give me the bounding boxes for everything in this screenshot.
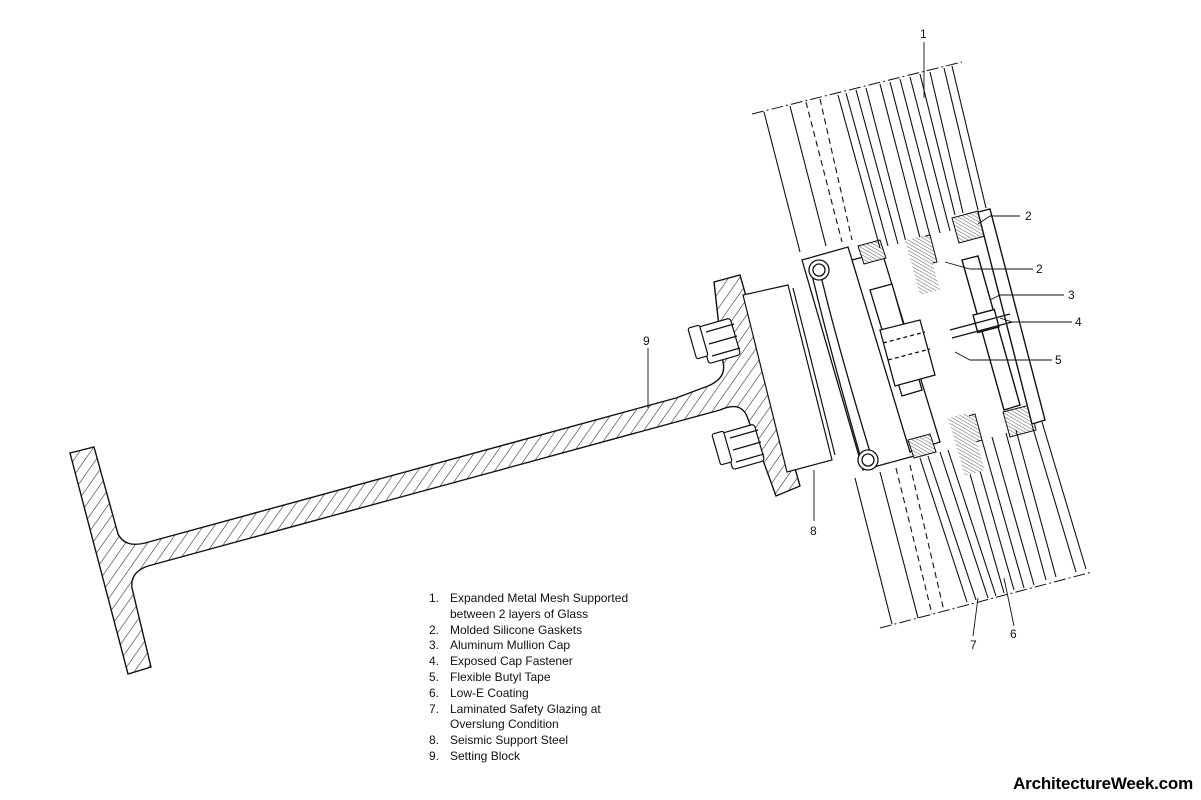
callout-7: 7 [970, 638, 977, 652]
bolt-upper [687, 318, 741, 364]
legend-item: 1. Expanded Metal Mesh Supported between … [429, 591, 628, 623]
mullion-cap [949, 208, 1046, 425]
legend-item: 5. Flexible Butyl Tape [429, 670, 628, 686]
legend-number: 1. [429, 591, 440, 605]
legend-item: 8. Seismic Support Steel [429, 733, 628, 749]
legend-text: Setting Block [450, 748, 521, 763]
callout-4: 4 [1075, 315, 1082, 329]
callout-1: 1 [920, 27, 927, 41]
legend-number: 2. [429, 622, 440, 637]
leader-lines [647, 42, 1072, 637]
interlayer-fills [905, 236, 985, 476]
seismic-support-plate [742, 284, 836, 473]
aluminum-mullion [801, 246, 941, 471]
callout-2-upper: 2 [1025, 209, 1032, 223]
legend-text: Aluminum Mullion Cap [450, 638, 571, 653]
bolt-lower [711, 424, 765, 470]
legend-item: 4. Exposed Cap Fastener [429, 654, 628, 670]
legend-item: 2. Molded Silicone Gaskets [429, 623, 628, 639]
legend-list: 1. Expanded Metal Mesh Supported between … [429, 591, 628, 765]
legend-number: 4. [429, 654, 440, 669]
legend-item: 7. Laminated Safety Glazing at Overslung … [429, 702, 628, 734]
legend-text: Exposed Cap Fastener [450, 654, 573, 669]
glass-lites-upper [763, 65, 987, 253]
callout-6: 6 [1010, 627, 1017, 641]
legend-text: Flexible Butyl Tape [450, 669, 551, 684]
legend-item: 6. Low-E Coating [429, 686, 628, 702]
legend-number: 8. [429, 733, 440, 748]
break-lines [751, 61, 1093, 629]
legend-number: 6. [429, 685, 440, 700]
callout-labels: 1 2 2 3 4 5 6 7 8 9 [643, 27, 1082, 652]
legend-text: Low-E Coating [450, 685, 529, 700]
legend-number: 3. [429, 638, 440, 653]
watermark: ArchitectureWeek.com [1013, 774, 1193, 793]
callout-2-lower: 2 [1036, 262, 1043, 276]
legend-text: Seismic Support Steel [450, 733, 569, 748]
callout-9: 9 [643, 334, 650, 348]
legend-item: 3. Aluminum Mullion Cap [429, 638, 628, 654]
callout-3: 3 [1068, 288, 1075, 302]
callout-8: 8 [810, 524, 817, 538]
callout-5: 5 [1055, 353, 1062, 367]
legend-number: 5. [429, 669, 440, 684]
legend-number: 7. [429, 701, 440, 716]
legend-number: 9. [429, 748, 440, 763]
legend-text: Molded Silicone Gaskets [450, 622, 583, 637]
legend-item: 9. Setting Block [429, 749, 628, 765]
legend-text: Expanded Metal Mesh Supported between 2 … [450, 591, 629, 621]
legend-text: Laminated Safety Glazing at Overslung Co… [450, 701, 601, 732]
